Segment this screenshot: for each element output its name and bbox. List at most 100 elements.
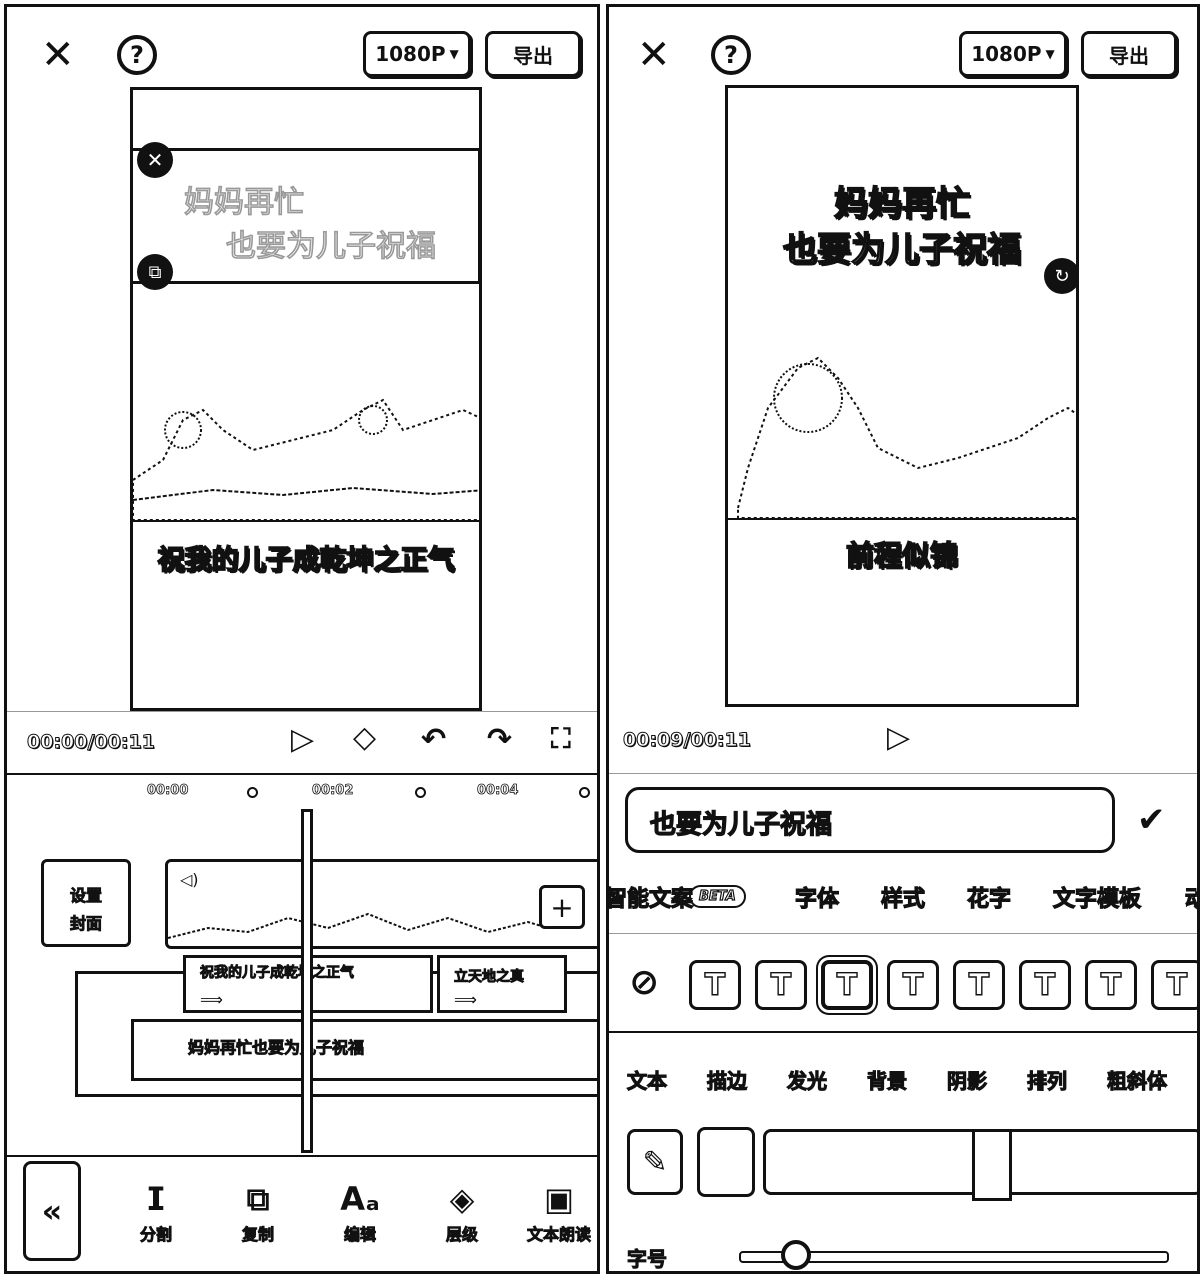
no-style-icon[interactable]: ⊘: [629, 962, 660, 1003]
color-selector-handle[interactable]: [972, 1129, 1012, 1201]
beta-badge: BETA: [689, 885, 746, 908]
ruler-dot: [579, 787, 590, 798]
resolution-select[interactable]: 1080P▼: [363, 31, 471, 77]
ruler-dot: [415, 787, 426, 798]
scenery-image: [133, 398, 479, 520]
subtab-arrange[interactable]: 排列: [1026, 1068, 1067, 1093]
subtab-stroke[interactable]: 描边: [706, 1068, 747, 1093]
text-clip-3[interactable]: 妈妈再忙也要为儿子祝福: [131, 1019, 597, 1081]
fullscreen-icon[interactable]: ⛶: [551, 722, 571, 755]
help-icon[interactable]: ?: [711, 35, 751, 75]
resolution-value: 1080P: [971, 42, 1042, 66]
copy-text-icon[interactable]: ⧉: [137, 254, 173, 290]
redo-icon[interactable]: ↷: [487, 722, 513, 757]
ruler-tick: 00:00: [147, 783, 189, 799]
close-icon[interactable]: ✕: [637, 32, 671, 78]
tab-animation[interactable]: 动: [1184, 881, 1197, 913]
tab-style[interactable]: 样式: [880, 886, 926, 912]
text-read-icon: ▣: [543, 1180, 575, 1218]
subtab-glow[interactable]: 发光: [786, 1068, 827, 1093]
divider: [609, 773, 1197, 774]
keyframe-icon[interactable]: ◇: [353, 720, 377, 755]
play-icon[interactable]: ▷: [291, 722, 315, 757]
style-preset-glyph: T: [968, 967, 990, 1003]
style-preset-5[interactable]: T: [953, 960, 1005, 1010]
add-clip-button[interactable]: +: [539, 885, 585, 929]
export-button[interactable]: 导出: [485, 31, 581, 77]
arrow-icon: ⟹: [200, 990, 223, 1009]
subtab-bold-italic[interactable]: 粗斜体: [1106, 1068, 1167, 1093]
tool-copy-label: 复制: [241, 1225, 275, 1245]
export-label: 导出: [1109, 43, 1149, 68]
preview-text-line2: 也要为儿子祝福: [782, 229, 1022, 271]
confirm-check-icon[interactable]: ✔: [1137, 800, 1166, 840]
style-preset-6[interactable]: T: [1019, 960, 1071, 1010]
set-cover-button[interactable]: 设置 封面: [41, 859, 131, 947]
clip-thumbnail: [168, 912, 548, 939]
style-preset-glyph: T: [770, 967, 792, 1003]
divider: [728, 518, 1076, 520]
font-size-slider[interactable]: [739, 1240, 1169, 1270]
font-size-label: 字号: [627, 1247, 668, 1271]
video-track-clip[interactable]: ◁): [165, 859, 597, 949]
help-icon[interactable]: ?: [117, 35, 157, 75]
export-button[interactable]: 导出: [1081, 31, 1177, 77]
video-caption: 祝我的儿子成乾坤之正气: [157, 544, 456, 577]
text-selection-box[interactable]: 妈妈再忙 也要为儿子祝福: [133, 148, 479, 284]
style-preset-glyph: T: [836, 967, 858, 1003]
delete-text-icon[interactable]: ✕: [137, 142, 173, 178]
subtab-shadow[interactable]: 阴影: [946, 1068, 987, 1093]
tab-font[interactable]: 字体: [794, 886, 840, 912]
playback-time: 00:00/00:11: [27, 731, 156, 754]
style-preset-4[interactable]: T: [887, 960, 939, 1010]
style-preset-7[interactable]: T: [1085, 960, 1137, 1010]
tool-text-read[interactable]: ▣文本朗读: [519, 1180, 597, 1245]
play-icon[interactable]: ▷: [887, 720, 911, 755]
subtab-background[interactable]: 背景: [866, 1068, 907, 1093]
font-size-slider-thumb[interactable]: [781, 1240, 811, 1270]
color-palette[interactable]: [763, 1129, 1197, 1201]
divider: [7, 711, 597, 712]
style-preset-8[interactable]: T: [1151, 960, 1197, 1010]
color-swatch-white[interactable]: [697, 1127, 755, 1197]
style-preset-glyph: T: [704, 967, 726, 1003]
ruler-tick: 00:04: [477, 783, 519, 799]
close-icon[interactable]: ✕: [41, 32, 75, 78]
divider: [7, 773, 597, 775]
text-input[interactable]: 也要为儿子祝福: [625, 787, 1115, 853]
export-label: 导出: [513, 43, 553, 68]
style-preset-1[interactable]: T: [689, 960, 741, 1010]
ruler-dot: [247, 787, 258, 798]
video-preview[interactable]: 妈妈再忙 也要为儿子祝福 ✕ ⧉ 祝我的儿子成乾坤之正气: [130, 87, 482, 711]
edit-text-icon: Aₐ: [340, 1180, 380, 1218]
text-clip-2[interactable]: 立天地之真 ⟹: [437, 955, 567, 1013]
audio-icon: ◁): [180, 870, 199, 889]
text-clip-2-label: 立天地之真: [454, 969, 525, 986]
tool-split-label: 分割: [139, 1225, 173, 1245]
set-cover-label-1: 设置: [69, 886, 103, 906]
tab-text-template[interactable]: 文字模板: [1052, 886, 1142, 912]
tool-layers[interactable]: ◈层级: [427, 1183, 497, 1245]
style-preset-2[interactable]: T: [755, 960, 807, 1010]
copy-icon: ⧉: [246, 1180, 270, 1218]
tab-smart-copy[interactable]: 智能文案: [606, 886, 694, 912]
video-preview[interactable]: 妈妈再忙 也要为儿子祝福 ↻ 前程似锦: [725, 85, 1079, 707]
text-clip-3-label: 妈妈再忙也要为儿子祝福: [188, 1038, 365, 1058]
tab-fancy-text[interactable]: 花字: [966, 886, 1012, 912]
playhead[interactable]: [301, 809, 313, 1153]
tool-copy[interactable]: ⧉ 复制: [223, 1183, 293, 1245]
split-icon: ⵊ: [146, 1180, 166, 1218]
resolution-select[interactable]: 1080P▼: [959, 31, 1067, 77]
divider: [609, 1031, 1197, 1033]
subtab-text[interactable]: 文本: [626, 1068, 667, 1093]
collapse-toolbar-button[interactable]: «: [23, 1161, 81, 1261]
ruler-tick: 00:02: [312, 783, 354, 799]
tool-split[interactable]: ⵊ 分割: [121, 1183, 191, 1245]
undo-icon[interactable]: ↶: [421, 722, 447, 757]
style-preset-glyph: T: [1100, 967, 1122, 1003]
eyedropper-icon[interactable]: ✎: [627, 1129, 683, 1195]
rotate-scale-icon[interactable]: ↻: [1044, 258, 1076, 294]
style-preset-3[interactable]: T: [821, 960, 873, 1010]
preview-text-line1: 妈妈再忙: [833, 183, 971, 225]
